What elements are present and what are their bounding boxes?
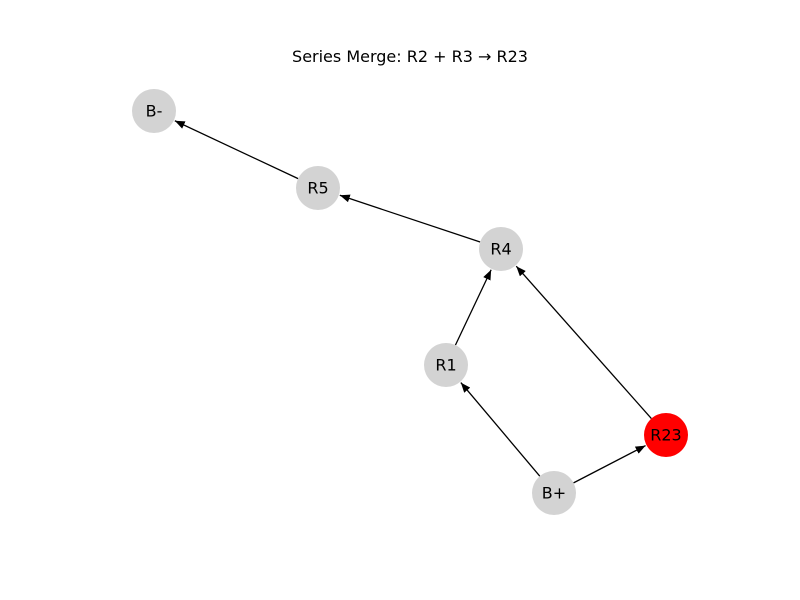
- node-B+: B+: [532, 471, 576, 515]
- node-label: R1: [435, 356, 456, 375]
- edge-R23-to-R4: [515, 265, 652, 419]
- diagram-title: Series Merge: R2 + R3 → R23: [292, 47, 528, 66]
- node-label: B-: [146, 102, 163, 121]
- edge-R1-to-R4: [454, 269, 492, 346]
- edge-R4-to-R5: [339, 194, 481, 243]
- node-R23: R23: [644, 413, 688, 457]
- node-R5: R5: [296, 166, 340, 210]
- node-R1: R1: [424, 343, 468, 387]
- node-R4: R4: [479, 227, 523, 271]
- edges-layer: [174, 120, 652, 484]
- node-circle: [132, 89, 176, 133]
- node-label: R4: [490, 240, 511, 259]
- node-label: R23: [650, 426, 681, 445]
- edge-B+-to-R1: [460, 382, 541, 477]
- node-circle: [644, 413, 688, 457]
- node-B-: B-: [132, 89, 176, 133]
- node-label: B+: [542, 484, 566, 503]
- node-circle: [424, 343, 468, 387]
- node-label: R5: [307, 179, 328, 198]
- edge-B+-to-R23: [573, 444, 646, 484]
- node-circle: [479, 227, 523, 271]
- edge-R5-to-B-: [174, 120, 299, 180]
- node-circle: [532, 471, 576, 515]
- node-circle: [296, 166, 340, 210]
